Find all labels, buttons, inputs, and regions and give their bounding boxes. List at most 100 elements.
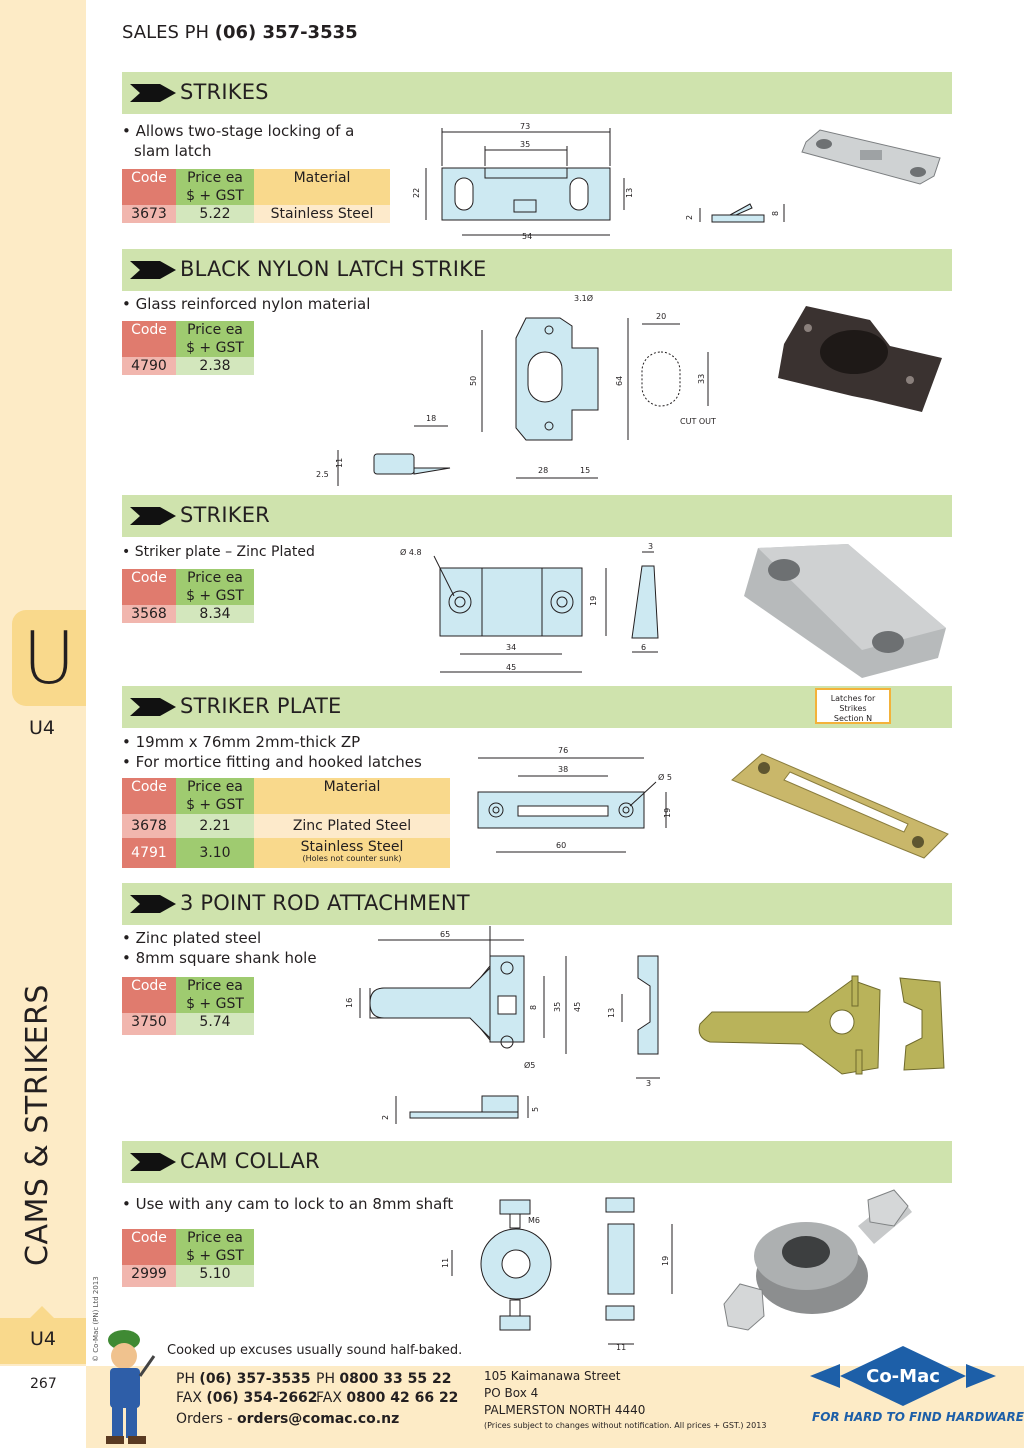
badge-line: Latches for Strikes	[830, 694, 876, 713]
section-3-point-rod-attachment: 3 POINT ROD ATTACHMENT	[122, 883, 952, 925]
cam-collar-technical-drawing: M6 11 19 11	[441, 1197, 673, 1352]
price-cell: 5.22	[176, 205, 254, 223]
cam-collar-product-photo	[723, 1189, 912, 1331]
section-title: 3 POINT ROD ATTACHMENT	[180, 891, 470, 915]
section-tab[interactable]: U	[12, 610, 86, 706]
header-price: Price ea$ + GST	[176, 977, 254, 1013]
dimension-label: Ø5	[524, 1060, 535, 1070]
material-cell: Stainless Steel(Holes not counter sunk)	[254, 838, 450, 868]
comac-logo[interactable]: Co-Mac	[810, 1342, 996, 1412]
phone-number[interactable]: (06) 357-3535	[199, 1371, 311, 1387]
section-title: CAM COLLAR	[180, 1149, 320, 1173]
dimension-label: 22	[412, 188, 421, 198]
code-cell: 3568	[122, 605, 176, 623]
dimension-label: 64	[615, 376, 624, 386]
arrow-icon	[130, 1153, 176, 1171]
dimension-label: 11	[441, 1258, 450, 1268]
nylon-strike-product-photo	[778, 306, 942, 412]
dimension-label: 5	[531, 1107, 540, 1112]
dimension-label: 3	[648, 542, 653, 551]
freefax-number: 0800 42 66 22	[346, 1390, 459, 1406]
dimension-label: Ø 4.8	[400, 547, 422, 557]
bullet-item: • Allows two-stage locking of a	[122, 122, 355, 140]
dimension-label: 45	[573, 1002, 582, 1012]
page-number: 267	[30, 1376, 57, 1392]
bullet-list: • Use with any cam to lock to an 8mm sha…	[122, 1194, 453, 1214]
sidebar	[0, 0, 86, 1448]
bullet-list: • Zinc plated steel• 8mm square shank ho…	[122, 928, 317, 968]
phone-line: PH (06) 357-3535	[176, 1371, 311, 1387]
header-price: Price ea$ + GST	[176, 169, 254, 205]
sales-phone: (06) 357-3535	[214, 22, 358, 43]
freephone-number[interactable]: 0800 33 55 22	[339, 1371, 452, 1387]
dimension-label: 18	[426, 414, 436, 423]
striker-technical-drawing: Ø 4.8 19 34 45 3 6	[400, 542, 659, 673]
dimension-label: 35	[520, 140, 530, 149]
material-cell: Stainless Steel	[254, 205, 390, 223]
bullet-item: • For mortice fitting and hooked latches	[122, 753, 422, 771]
dimension-label: 8	[771, 211, 780, 216]
slogan: FOR HARD TO FIND HARDWARE	[812, 1410, 1024, 1424]
header-code: Code	[122, 977, 176, 1013]
badge-line: Section N	[833, 714, 873, 723]
arrow-icon	[130, 261, 176, 279]
dimension-label: 3	[646, 1079, 651, 1088]
header-code: Code	[122, 169, 176, 205]
code-cell: 4790	[122, 357, 176, 375]
dimension-label: 34	[506, 643, 516, 652]
sales-prefix: SALES PH	[122, 22, 215, 43]
code-cell: 2999	[122, 1265, 176, 1287]
bullet-list: • Glass reinforced nylon material	[122, 294, 370, 314]
tagline: Cooked up excuses usually sound half-bak…	[167, 1343, 463, 1358]
arrow-icon	[130, 84, 176, 102]
fax-number: (06) 354-2662	[206, 1390, 318, 1406]
header-price: Price ea$ + GST	[176, 321, 254, 357]
dimension-label: 2.5	[316, 470, 329, 479]
fax-line: FAX (06) 354-2662	[176, 1390, 318, 1406]
header-code: Code	[122, 321, 176, 357]
strikes-technical-drawing: 73 35 22 13 54 2 8	[412, 122, 785, 241]
orders-email-link[interactable]: orders@comac.co.nz	[237, 1411, 400, 1427]
dimension-label: 65	[440, 930, 450, 939]
code-cell: 3750	[122, 1013, 176, 1035]
dimension-label: 3.1Ø	[574, 293, 593, 303]
dimension-label: M6	[528, 1216, 540, 1225]
section-strikes: STRIKES	[122, 72, 952, 114]
dimension-label: 54	[522, 232, 532, 241]
header-code: Code	[122, 1229, 176, 1265]
dimension-label: 19	[663, 808, 672, 818]
bullet-list: • Striker plate – Zinc Plated	[122, 542, 315, 562]
dimension-label: 13	[607, 1008, 616, 1018]
dimension-label: 35	[553, 1002, 562, 1012]
striker-plate-product-photo	[731, 753, 949, 859]
strikes-product-photo	[801, 129, 941, 185]
price-cell: 5.10	[176, 1265, 254, 1287]
bullet-item: • 8mm square shank hole	[122, 949, 317, 967]
dimension-label: 20	[656, 312, 666, 321]
dimension-label: 60	[556, 841, 566, 850]
price-cell: 2.38	[176, 357, 254, 375]
arrow-icon	[130, 895, 176, 913]
dimension-label: 33	[697, 374, 706, 384]
bullet-item: • Glass reinforced nylon material	[122, 295, 371, 313]
header-price: Price ea$ + GST	[176, 1229, 254, 1265]
bullet-item: • 19mm x 76mm 2mm-thick ZP	[122, 733, 361, 751]
chapter-title: CAMS & STRIKERS	[20, 984, 55, 1266]
section-code-top: U4	[29, 717, 55, 739]
bullet-list: • 19mm x 76mm 2mm-thick ZP • For mortice …	[122, 732, 422, 772]
dimension-label: 11	[335, 458, 344, 468]
arrow-icon	[130, 507, 176, 525]
bullet-item: • Striker plate – Zinc Plated	[122, 544, 315, 560]
header-material: Material	[254, 778, 450, 814]
orders-line: Orders - orders@comac.co.nz	[176, 1411, 400, 1427]
dimension-label: Ø 5	[658, 772, 672, 782]
sales-phone-header: SALES PH (06) 357-3535	[122, 22, 358, 43]
